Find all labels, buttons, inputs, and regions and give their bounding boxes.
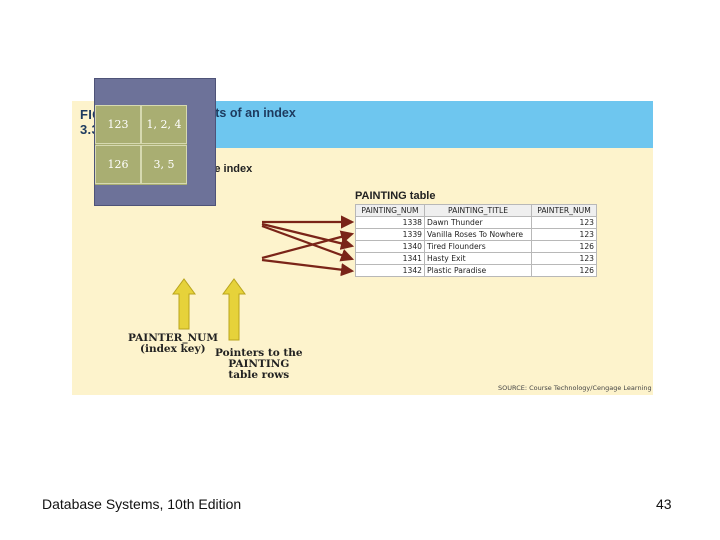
table-header-row: PAINTING_NUM PAINTING_TITLE PAINTER_NUM (355, 204, 597, 217)
footer-book-title: Database Systems, 10th Edition (42, 496, 242, 512)
source-credit: SOURCE: Course Technology/Cengage Learni… (498, 384, 652, 392)
index-key-cell: 123 (95, 105, 141, 144)
index-rows-cell: 1, 2, 4 (141, 105, 187, 144)
index-key-arrow (172, 278, 196, 330)
painting-table: PAINTING_NUM PAINTING_TITLE PAINTER_NUM … (355, 204, 597, 277)
table-row: 1338 Dawn Thunder 123 (355, 216, 597, 229)
table-row: 1339 Vanilla Roses To Nowhere 123 (355, 228, 597, 241)
table-row: 1340 Tired Flounders 126 (355, 240, 597, 253)
pointers-label-line: Pointers to the (215, 347, 303, 359)
pointers-label-line: PAINTING (228, 358, 290, 370)
column-header: PAINTING_NUM (355, 204, 425, 217)
index-key-label-line: (index key) (140, 343, 206, 355)
table-label: PAINTING table (355, 190, 436, 202)
index-rows-cell: 3, 5 (141, 145, 187, 184)
index-key-cell: 126 (95, 145, 141, 184)
table-row: 1342 Plastic Paradise 126 (355, 264, 597, 277)
pointers-label: Pointers to the PAINTING table rows (215, 348, 303, 381)
pointer-arrow (261, 258, 355, 277)
table-cell: 126 (531, 264, 597, 277)
pointer-arrow (261, 224, 355, 262)
pointer-arrow (261, 230, 355, 260)
index-grid: 123 1, 2, 4 126 3, 5 (95, 105, 187, 185)
pointer-rows-arrow (222, 278, 246, 341)
pointer-arrow (261, 222, 355, 250)
pointers-label-line: table rows (228, 369, 290, 381)
index-key-label: PAINTER_NUM (index key) (128, 333, 218, 355)
table-cell: Plastic Paradise (424, 264, 532, 277)
page-number: 43 (656, 496, 672, 512)
index-key-label-line: PAINTER_NUM (128, 332, 218, 344)
